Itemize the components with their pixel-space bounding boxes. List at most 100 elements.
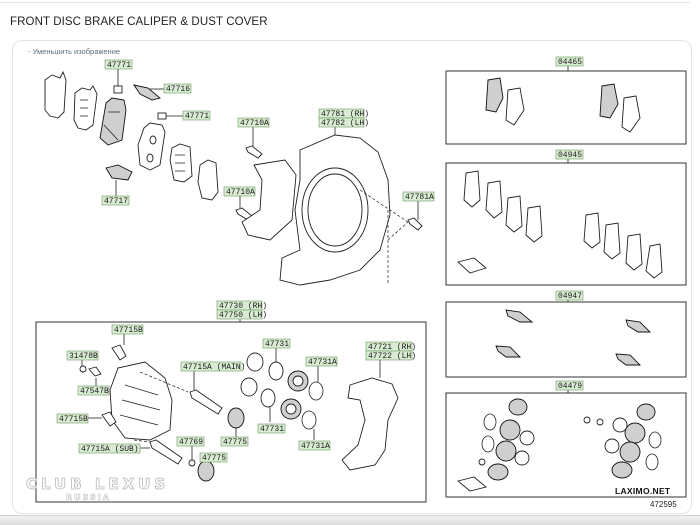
brake-pad-inner-3[interactable] <box>197 159 219 201</box>
callout-47781-rh[interactable]: 47781 (RH) <box>318 108 369 119</box>
page-title: FRONT DISC BRAKE CALIPER & DUST COVER <box>10 16 268 28</box>
callout-47715a-main[interactable]: 47715A (MAIN) <box>180 361 245 372</box>
callout-47782-lh[interactable]: 47782 (LH) <box>318 117 369 128</box>
svg-text:47771: 47771 <box>107 61 131 70</box>
shim-kit-part[interactable] <box>105 164 133 181</box>
bleeder-47547b[interactable] <box>88 366 102 377</box>
brake-pad-outer-1[interactable] <box>44 70 67 119</box>
callout-47775-b[interactable]: 47775 <box>199 452 228 463</box>
piston-upper[interactable] <box>268 361 284 381</box>
anti-squeal-clip-top[interactable] <box>113 85 123 94</box>
svg-text:04945: 04945 <box>558 151 582 160</box>
kit-box-04947[interactable] <box>445 301 687 378</box>
callout-47731a-upper[interactable]: 47731A <box>305 356 338 367</box>
piston-seal-upper[interactable] <box>246 352 264 372</box>
svg-text:04947: 04947 <box>558 292 582 301</box>
kit-04945-pads <box>457 170 663 279</box>
boot-47775-b[interactable] <box>197 460 215 482</box>
svg-text:47782 (LH): 47782 (LH) <box>321 119 369 128</box>
brake-pad-main[interactable] <box>99 97 127 146</box>
callout-47771-right[interactable]: 47771 <box>182 110 211 121</box>
svg-text:04479: 04479 <box>558 382 582 391</box>
callout-47730-rh[interactable]: 47730 (RH) <box>216 300 267 311</box>
piston-lower[interactable] <box>260 388 276 408</box>
svg-text:47730 (RH): 47730 (RH) <box>219 302 267 311</box>
svg-text:47731A: 47731A <box>301 442 330 451</box>
svg-text:47716: 47716 <box>166 85 190 94</box>
piston-boot-upper[interactable] <box>287 370 309 392</box>
piston-seal-lower[interactable] <box>240 377 258 397</box>
callout-47710a-upper[interactable]: 47710A <box>237 117 270 128</box>
svg-text:47781 (RH): 47781 (RH) <box>321 110 369 119</box>
image-number: 472595 <box>650 500 677 509</box>
retaining-ring-upper[interactable] <box>308 381 324 401</box>
cap-31478b[interactable] <box>79 365 87 373</box>
svg-text:47731: 47731 <box>265 340 289 349</box>
bolt-47715b-bottom[interactable] <box>101 411 117 427</box>
svg-text:47722 (LH): 47722 (LH) <box>368 352 416 361</box>
anti-squeal-shim[interactable] <box>133 84 161 101</box>
kit-label-04465[interactable]: 04465 <box>555 56 584 67</box>
guide-pin-sub[interactable] <box>149 439 183 465</box>
callout-47715a-sub[interactable]: 47715A (SUB) <box>78 443 141 454</box>
caliper-bracket-upper[interactable] <box>241 159 297 241</box>
callout-47769[interactable]: 47769 <box>176 436 205 447</box>
kit-box-04465[interactable] <box>445 70 687 145</box>
callout-47547b[interactable]: 47547B <box>77 385 110 396</box>
kit-label-04947[interactable]: 04947 <box>555 290 584 301</box>
svg-text:47547B: 47547B <box>80 387 109 396</box>
dust-cover-bolt[interactable] <box>407 217 423 231</box>
kit-04479-parts <box>457 398 662 492</box>
callout-47721-rh[interactable]: 47721 (RH) <box>365 341 416 352</box>
callout-47710a-lower[interactable]: 47710A <box>223 186 256 197</box>
callout-47731-upper[interactable]: 47731 <box>262 338 291 349</box>
callout-47715b-bottom[interactable]: 47715B <box>56 413 89 424</box>
callout-47781a[interactable]: 47781A <box>402 191 435 202</box>
kit-04947-shims <box>495 309 652 366</box>
mounting-bolt-upper[interactable] <box>245 145 263 159</box>
svg-text:47715B: 47715B <box>114 326 143 335</box>
callout-47750-lh[interactable]: 47750 (LH) <box>216 309 267 320</box>
svg-text:47731: 47731 <box>260 425 284 434</box>
piston-boot-lower[interactable] <box>280 398 302 420</box>
kit-box-04479[interactable] <box>445 392 687 498</box>
svg-text:47775: 47775 <box>202 454 226 463</box>
svg-text:47717: 47717 <box>104 197 128 206</box>
callout-47731a-lower[interactable]: 47731A <box>298 440 331 451</box>
svg-text:47710A: 47710A <box>226 188 255 197</box>
callout-47771-top[interactable]: 47771 <box>104 59 133 70</box>
svg-text:47721 (RH): 47721 (RH) <box>368 343 416 352</box>
bolt-47715b-top[interactable] <box>111 344 127 361</box>
boot-47775-a[interactable] <box>227 407 245 429</box>
callout-47716[interactable]: 47716 <box>163 83 192 94</box>
callout-47722-lh[interactable]: 47722 (LH) <box>365 350 416 361</box>
laximo-brand: LAXIMO.NET <box>615 486 671 496</box>
svg-text:47750 (LH): 47750 (LH) <box>219 311 267 320</box>
svg-text:47715B: 47715B <box>59 415 88 424</box>
caliper-assembly-box <box>35 321 427 503</box>
callout-47775-a[interactable]: 47775 <box>220 436 249 447</box>
brake-pad-outer-2[interactable] <box>73 85 98 131</box>
callout-47731-lower[interactable]: 47731 <box>257 423 286 434</box>
svg-text:47715A (SUB): 47715A (SUB) <box>81 445 139 454</box>
brake-pad-inner-1[interactable] <box>137 122 166 171</box>
retaining-ring-lower[interactable] <box>301 410 317 430</box>
brake-pad-inner-2[interactable] <box>169 143 193 183</box>
svg-text:47781A: 47781A <box>405 193 434 202</box>
callout-31478b[interactable]: 31478B <box>66 350 99 361</box>
caliper-mounting-bracket[interactable] <box>341 377 399 471</box>
club-lexus-watermark: CLUB LEXUS <box>26 475 170 494</box>
guide-pin-main[interactable] <box>189 389 223 415</box>
kit-box-04945[interactable] <box>445 162 687 286</box>
disc-brake-dust-cover[interactable] <box>279 134 391 286</box>
callout-47717[interactable]: 47717 <box>101 195 130 206</box>
kit-label-04479[interactable]: 04479 <box>555 380 584 391</box>
bushing-47769[interactable] <box>188 459 196 467</box>
caliper-body[interactable] <box>109 361 173 441</box>
shrink-image-link[interactable]: - Уменьшить изображение <box>28 47 121 56</box>
kit-label-04945[interactable]: 04945 <box>555 149 584 160</box>
anti-squeal-clip-right[interactable] <box>157 112 167 120</box>
callout-47715b-top[interactable]: 47715B <box>111 324 144 335</box>
kit-04465-pads <box>485 77 641 133</box>
